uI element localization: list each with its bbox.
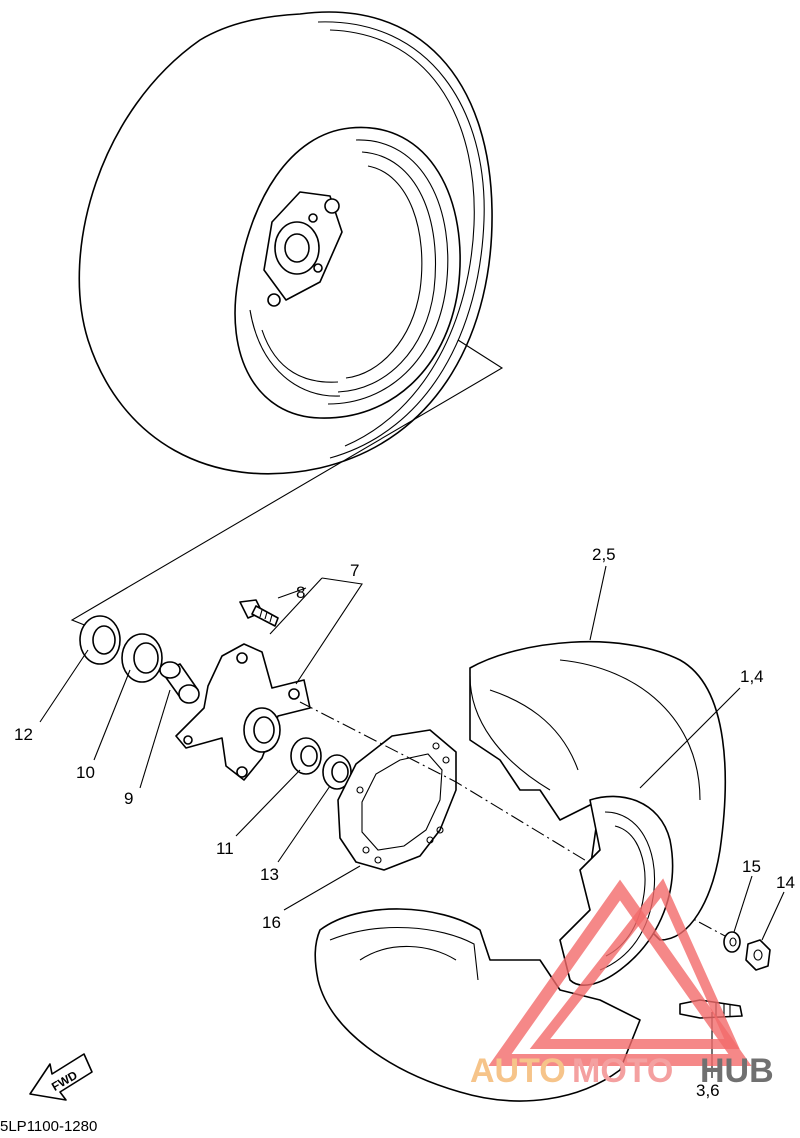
gasket-16 (337, 729, 457, 871)
diagram-code: 5LP1100-1280 (0, 1118, 97, 1133)
watermark-hub: HUB (700, 1052, 774, 1090)
watermark-triangle (488, 879, 752, 1066)
label-part-9: 9 (124, 789, 133, 808)
label-part-7: 7 (350, 561, 359, 580)
rim-inner-ring (345, 165, 423, 379)
spacer-9 (159, 661, 200, 704)
label-part-8: 8 (296, 583, 305, 602)
label-part-3-6: 3,6 (696, 1081, 720, 1100)
watermark-triangle-inner (529, 878, 740, 1049)
label-part-10: 10 (76, 763, 95, 782)
label-part-16: 16 (262, 913, 281, 932)
assembled-wheel (78, 11, 493, 475)
label-part-13: 13 (260, 865, 279, 884)
label-part-1-4: 1,4 (740, 667, 764, 686)
label-part-14: 14 (776, 873, 795, 892)
label-part-11: 11 (216, 839, 234, 858)
forward-arrow: FWD (29, 1053, 93, 1101)
rim-inner-ring (249, 309, 341, 397)
bolt-8 (239, 599, 279, 627)
rim-outline (234, 126, 461, 419)
bearing-11 (290, 737, 322, 775)
watermark-auto: AUTO (470, 1052, 566, 1090)
assembly-leader-line (70, 339, 504, 629)
rim-inner-ring (337, 151, 437, 393)
tire-half-lower (314, 908, 641, 1102)
watermark-moto: MOTO (572, 1052, 673, 1090)
rim-inner-ring (261, 329, 339, 383)
leader-lines (39, 565, 785, 1078)
tire-tread-line (329, 29, 475, 447)
nut-14 (745, 939, 771, 971)
watermark: AUTO MOTO HUB (470, 878, 774, 1090)
washer-15 (723, 931, 741, 953)
label-part-2-5: 2,5 (592, 545, 616, 564)
bearing-10 (121, 633, 163, 683)
hub-7 (175, 643, 311, 781)
tire-tread-line (317, 21, 485, 459)
label-part-12: 12 (14, 725, 33, 744)
arrow-icon (29, 1053, 93, 1101)
oil-seal-12 (79, 615, 121, 665)
rim-inner-ring (327, 139, 449, 405)
wheel-hub (263, 191, 343, 307)
label-part-15: 15 (742, 857, 761, 876)
oil-seal-13 (322, 754, 352, 790)
